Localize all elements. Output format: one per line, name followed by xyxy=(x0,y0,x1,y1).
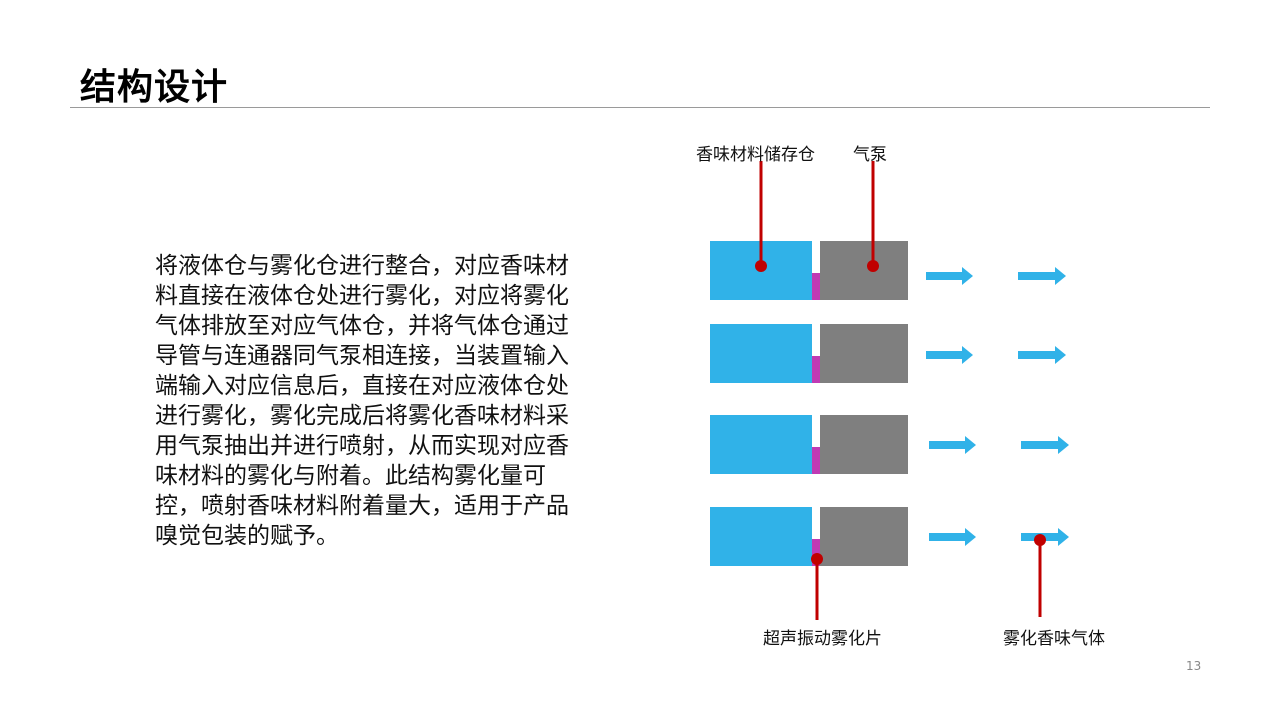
description-paragraph: 将液体仓与雾化仓进行整合，对应香味材料直接在液体仓处进行雾化，对应将雾化气体排放… xyxy=(155,253,569,549)
atomizer-unit-4 xyxy=(710,507,1069,566)
atomizer-sheet xyxy=(812,356,820,383)
liquid-chamber xyxy=(710,507,812,566)
pump-chamber xyxy=(820,507,908,566)
pump-chamber xyxy=(820,241,908,300)
label-ultrasonic-atomizer: 超声振动雾化片 xyxy=(763,629,882,649)
atomizer-unit-3 xyxy=(710,415,1069,474)
flow-arrow xyxy=(929,528,976,546)
page-number: 13 xyxy=(1186,659,1202,673)
liquid-chamber xyxy=(710,324,812,383)
pointer-atomizer xyxy=(811,553,823,620)
flow-arrow xyxy=(926,267,973,285)
pointer-gas xyxy=(1034,534,1046,617)
label-atomized-gas: 雾化香味气体 xyxy=(1003,629,1105,649)
slide-title: 结构设计 xyxy=(80,67,229,108)
label-storage-chamber: 香味材料储存仓 xyxy=(696,145,815,165)
title-divider xyxy=(70,107,1210,108)
flow-arrow xyxy=(926,346,973,364)
atomizer-sheet xyxy=(812,447,820,474)
pump-chamber xyxy=(820,324,908,383)
atomizer-sheet xyxy=(812,273,820,300)
flow-arrow xyxy=(929,436,976,454)
liquid-chamber xyxy=(710,415,812,474)
flow-arrow xyxy=(1018,267,1066,285)
pointer-storage xyxy=(755,161,767,272)
pointer-pump xyxy=(867,161,879,272)
flow-arrow xyxy=(1021,436,1069,454)
pump-chamber xyxy=(820,415,908,474)
atomizer-sheet xyxy=(812,539,820,566)
label-air-pump: 气泵 xyxy=(853,145,887,165)
atomizer-unit-2 xyxy=(710,324,1066,383)
flow-arrow xyxy=(1018,346,1066,364)
